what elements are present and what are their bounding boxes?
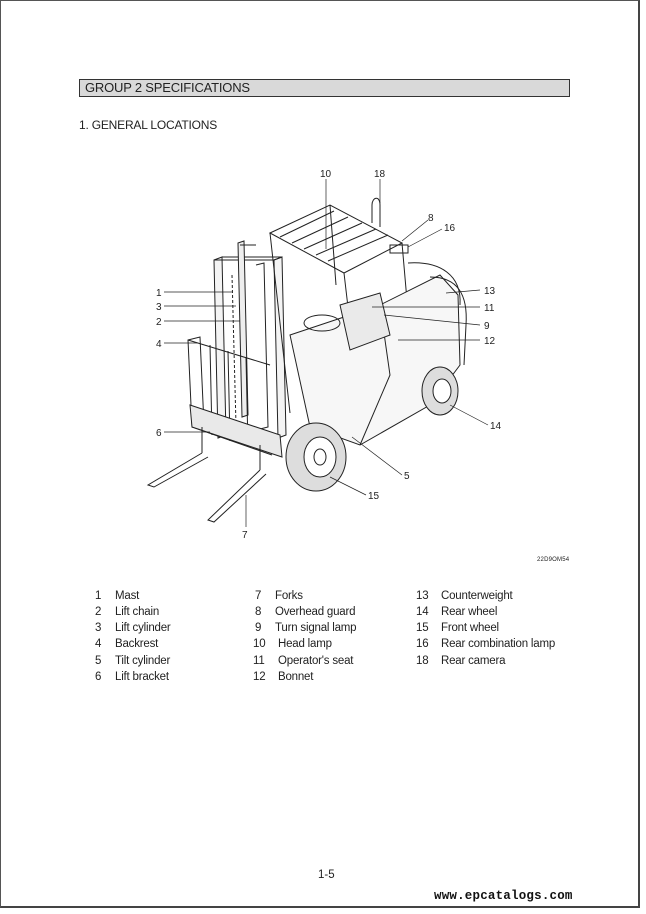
callout-label: 1 (156, 288, 162, 299)
callout-label: 3 (156, 302, 162, 313)
figure-code: 22D9OM54 (537, 557, 570, 563)
callout-label: 10 (320, 169, 332, 180)
callout-label: 14 (490, 421, 502, 432)
callout-label: 18 (374, 169, 386, 180)
callout-label: 7 (242, 530, 248, 541)
callout-label: 5 (404, 471, 410, 482)
callout-label: 13 (484, 286, 496, 297)
forklift-diagram: 10 18 8 16 13 1 3 2 11 9 12 4 6 14 5 15 … (146, 169, 502, 541)
callout-label: 9 (484, 321, 490, 332)
callout-label: 15 (368, 491, 380, 502)
footer-url[interactable]: www.epcatalogs.com (434, 889, 573, 903)
page-number: 1-5 (318, 869, 335, 881)
section-title: 1. GENERAL LOCATIONS (79, 118, 218, 132)
group-header: GROUP 2 SPECIFICATIONS (79, 79, 570, 97)
callout-label: 8 (428, 213, 434, 224)
callout-label: 11 (484, 303, 495, 314)
callout-label: 16 (444, 223, 456, 234)
callout-label: 6 (156, 428, 162, 439)
callout-label: 12 (484, 336, 496, 347)
callout-label: 4 (156, 339, 162, 350)
callout-label: 2 (156, 317, 162, 328)
